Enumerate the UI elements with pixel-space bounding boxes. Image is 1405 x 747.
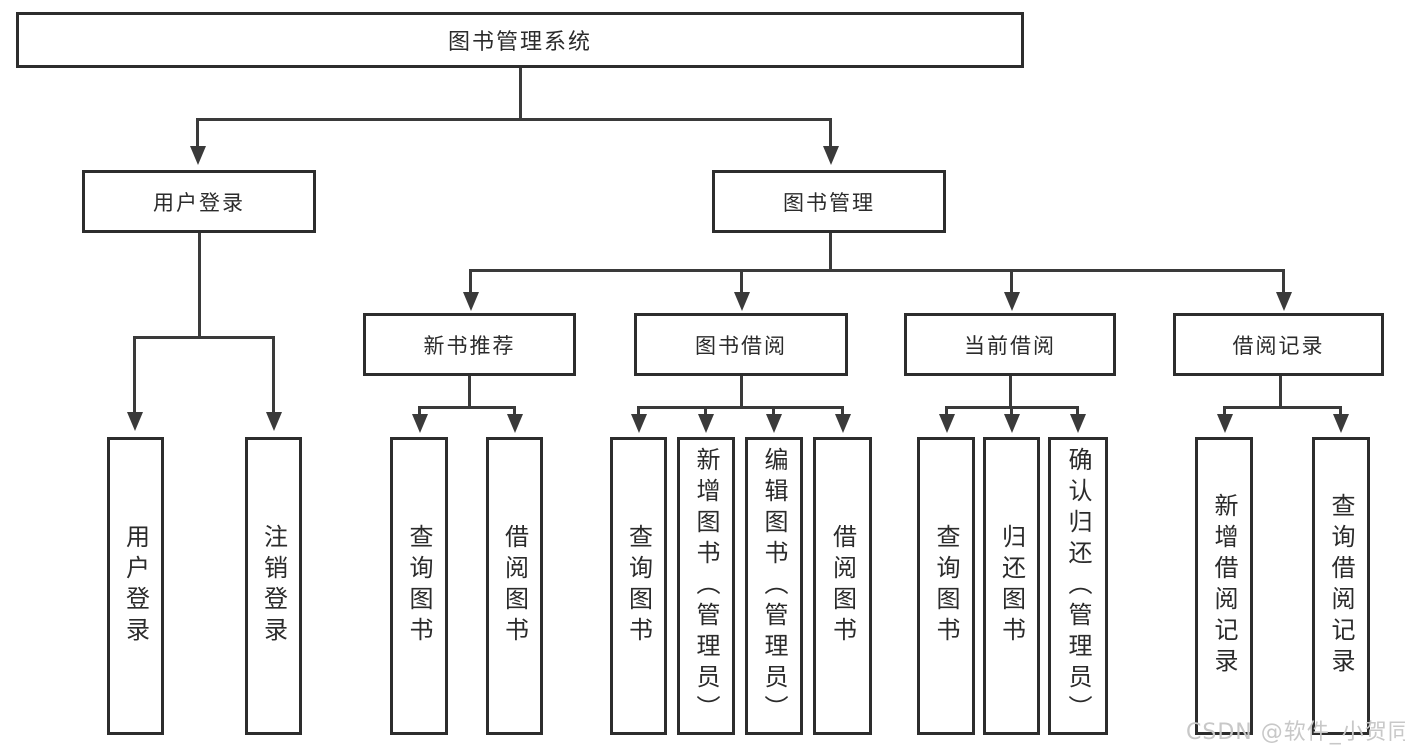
leaf-cb-return-books-label: 归还图书 [997, 524, 1026, 648]
leaf-cb-return-books: 归还图书 [983, 437, 1040, 735]
connector-br-stem [1279, 376, 1282, 409]
leaf-logout-label: 注销登录 [259, 524, 288, 648]
connector-cb-arrow1-stem [945, 406, 948, 416]
node-current-borrow: 当前借阅 [904, 313, 1116, 376]
leaf-br-query-record: 查询借阅记录 [1312, 437, 1370, 735]
arrowhead-leaf-user-login [127, 412, 143, 431]
node-book-borrow-label: 图书借阅 [695, 333, 787, 358]
node-borrow-records: 借阅记录 [1173, 313, 1384, 376]
leaf-user-login: 用户登录 [107, 437, 164, 735]
node-book-borrow: 图书借阅 [634, 313, 848, 376]
connector-bb-stem [740, 376, 743, 409]
connector-root-bar [196, 118, 832, 121]
arrowhead-br-query-record [1333, 414, 1349, 433]
leaf-bb-add-books-admin-label: 新增图书（管理员） [692, 446, 720, 726]
leaf-cb-confirm-return-admin: 确认归还（管理员） [1048, 437, 1108, 735]
connector-cb-arrow2-stem [1010, 406, 1013, 416]
arrowhead-nbr-borrow-books [507, 414, 523, 433]
node-borrow-records-label: 借阅记录 [1232, 333, 1325, 358]
node-book-management-label: 图书管理 [783, 190, 875, 215]
connector-cb-stem [1009, 376, 1012, 409]
leaf-nbr-borrow-books: 借阅图书 [486, 437, 543, 735]
leaf-bb-edit-books-admin: 编辑图书（管理员） [745, 437, 803, 735]
arrowhead-nbr-query-books [412, 414, 428, 433]
arrowhead-borrow-records [1276, 292, 1292, 311]
connector-bb-arrow4-stem [841, 406, 844, 416]
connector-login-arrow2-stem [272, 336, 275, 414]
leaf-nbr-query-books-label: 查询图书 [405, 524, 433, 648]
connector-bb-arrow3-stem [772, 406, 775, 416]
connector-root-arrow-right-stem [829, 118, 832, 148]
leaf-bb-add-books-admin: 新增图书（管理员） [677, 437, 735, 735]
connector-bb-arrow1-stem [637, 406, 640, 416]
leaf-cb-query-books-label: 查询图书 [932, 524, 960, 648]
leaf-bb-borrow-books: 借阅图书 [813, 437, 872, 735]
arrowhead-cb-confirm-return [1070, 414, 1086, 433]
connector-mgmt-arrow4-stem [1282, 269, 1285, 295]
arrowhead-user-login [190, 146, 206, 165]
connector-mgmt-arrow1-stem [469, 269, 472, 295]
node-book-management: 图书管理 [712, 170, 946, 233]
leaf-user-login-label: 用户登录 [121, 524, 150, 648]
arrowhead-current-borrow [1004, 292, 1020, 311]
leaf-br-add-record-label: 新增借阅记录 [1210, 493, 1238, 679]
connector-nbr-bar [418, 406, 516, 409]
node-current-borrow-label: 当前借阅 [964, 333, 1056, 358]
connector-nbr-arrow1-stem [418, 406, 421, 416]
node-root-system-label: 图书管理系统 [447, 30, 592, 55]
connector-mgmt-arrow2-stem [740, 269, 743, 295]
arrowhead-cb-return-books [1004, 414, 1020, 433]
connector-login-stem [198, 233, 201, 339]
leaf-bb-edit-books-admin-label: 编辑图书（管理员） [760, 446, 788, 726]
arrowhead-br-add-record [1217, 414, 1233, 433]
connector-br-bar [1223, 406, 1342, 409]
leaf-nbr-borrow-books-label: 借阅图书 [500, 524, 529, 648]
node-user-login-label: 用户登录 [153, 190, 245, 215]
arrowhead-bb-add-books [698, 414, 714, 433]
connector-br-arrow1-stem [1223, 406, 1226, 416]
connector-mgmt-bar [469, 269, 1285, 272]
arrowhead-bb-edit-books [766, 414, 782, 433]
leaf-bb-borrow-books-label: 借阅图书 [828, 524, 857, 648]
connector-root-arrow-left-stem [196, 118, 199, 148]
arrowhead-cb-query-books [939, 414, 955, 433]
arrowhead-bb-query-books [631, 414, 647, 433]
connector-br-arrow2-stem [1339, 406, 1342, 416]
leaf-logout: 注销登录 [245, 437, 302, 735]
arrowhead-new-book-recommend [463, 292, 479, 311]
connector-bb-arrow2-stem [704, 406, 707, 416]
connector-mgmt-stem [829, 233, 832, 272]
csdn-watermark: CSDN @软件_小贺同学 [1186, 720, 1405, 745]
leaf-br-add-record: 新增借阅记录 [1195, 437, 1253, 735]
connector-bb-bar [637, 406, 844, 409]
arrowhead-leaf-logout [266, 412, 282, 431]
arrowhead-bb-borrow-books [835, 414, 851, 433]
leaf-cb-confirm-return-admin-label: 确认归还（管理员） [1064, 446, 1092, 726]
node-new-book-recommend: 新书推荐 [363, 313, 576, 376]
connector-root-stem [519, 68, 522, 120]
leaf-br-query-record-label: 查询借阅记录 [1327, 493, 1355, 679]
connector-mgmt-arrow3-stem [1010, 269, 1013, 295]
leaf-cb-query-books: 查询图书 [917, 437, 975, 735]
leaf-bb-query-books-label: 查询图书 [624, 524, 653, 648]
leaf-nbr-query-books: 查询图书 [390, 437, 448, 735]
arrowhead-book-borrow [734, 292, 750, 311]
connector-login-bar [133, 336, 274, 339]
connector-login-arrow1-stem [133, 336, 136, 414]
node-new-book-recommend-label: 新书推荐 [423, 333, 516, 358]
node-user-login: 用户登录 [82, 170, 316, 233]
connector-cb-arrow3-stem [1076, 406, 1079, 416]
connector-nbr-stem [468, 376, 471, 409]
node-root-system: 图书管理系统 [16, 12, 1024, 68]
arrowhead-book-management [823, 146, 839, 165]
leaf-bb-query-books: 查询图书 [610, 437, 667, 735]
connector-nbr-arrow2-stem [513, 406, 516, 416]
